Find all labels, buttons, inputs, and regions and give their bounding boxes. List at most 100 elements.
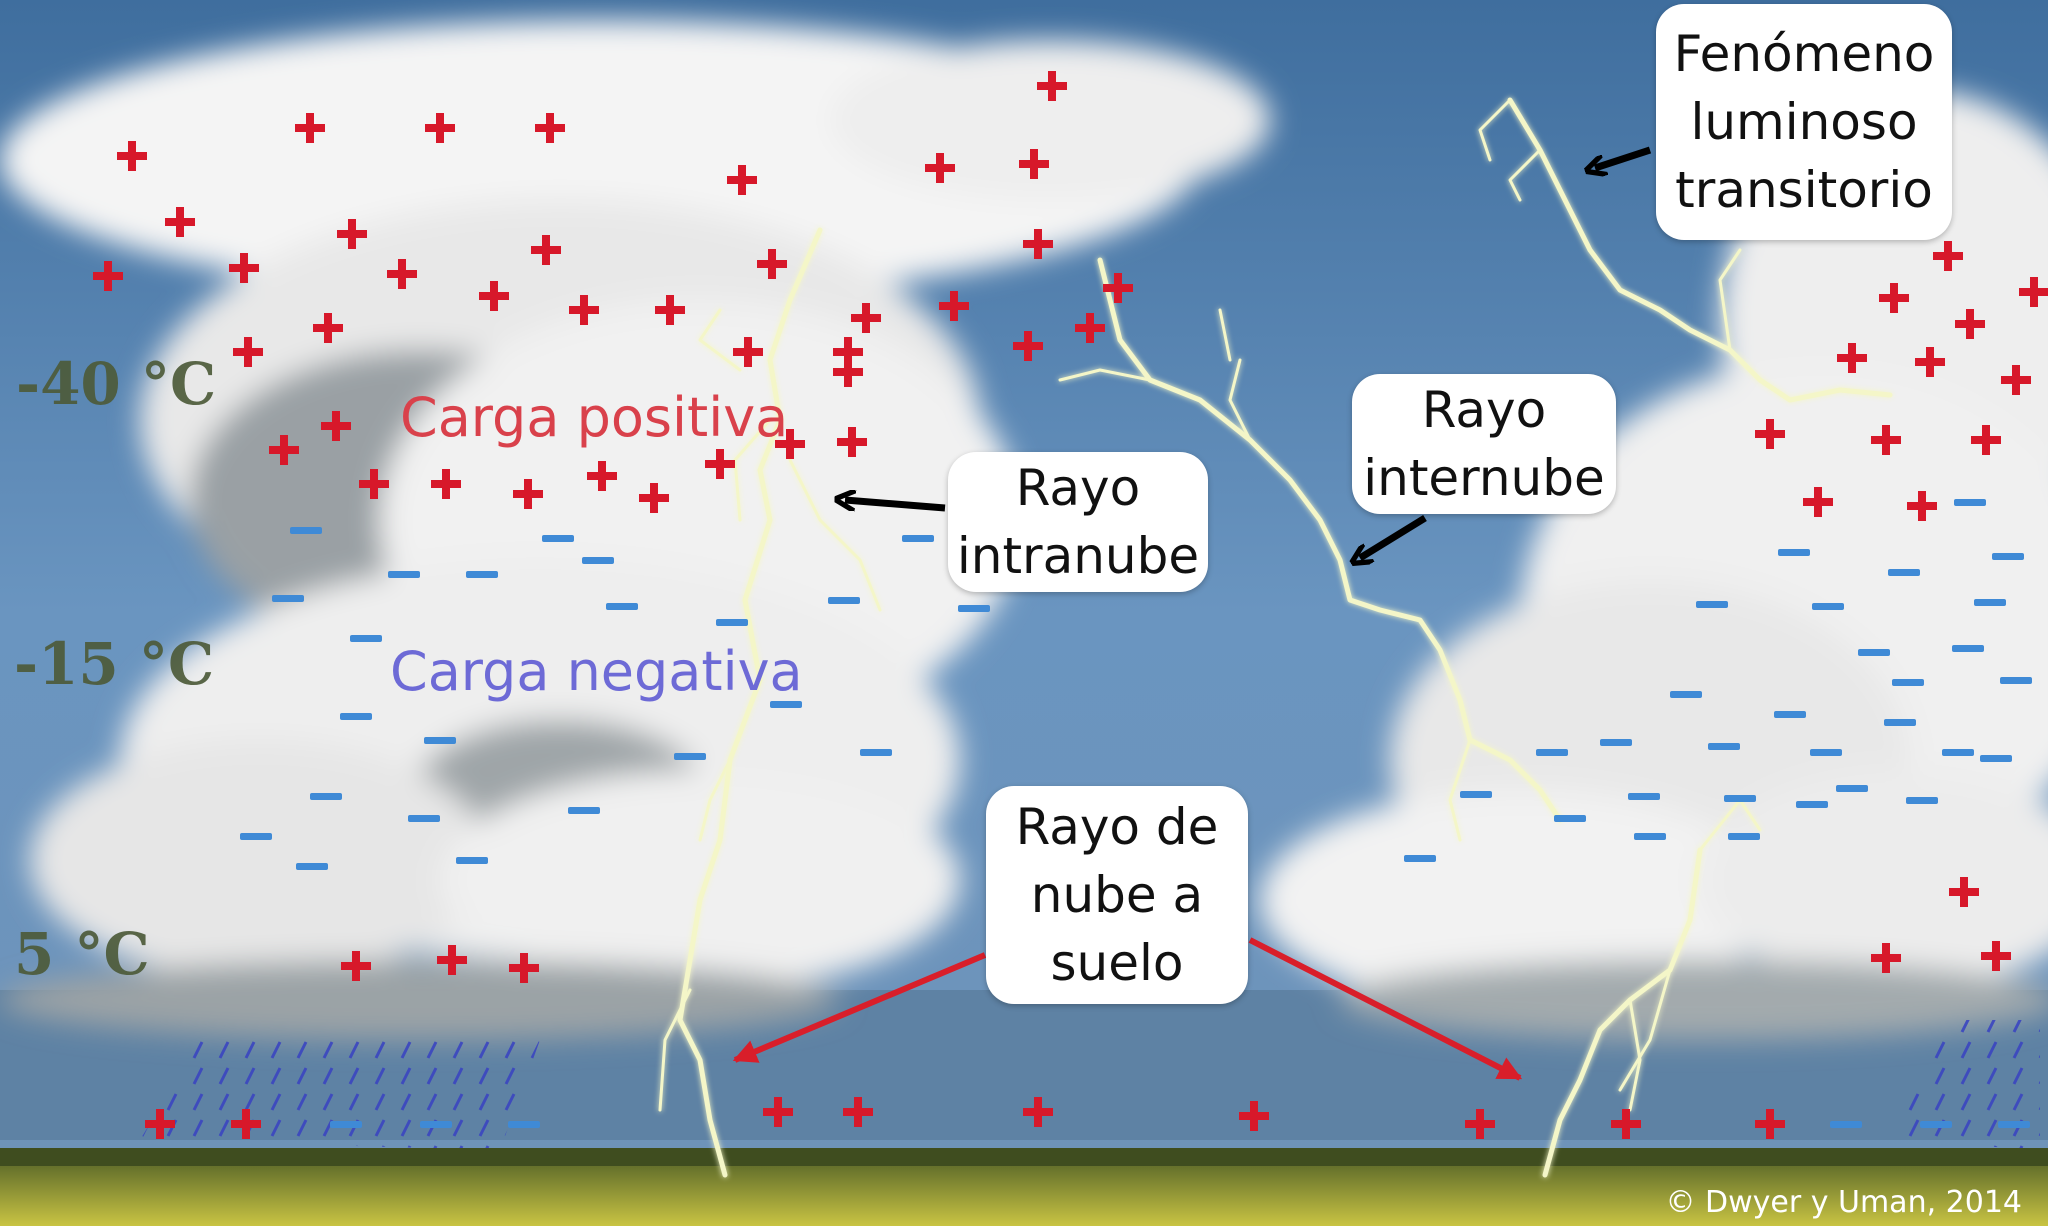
negative-charge-sign bbox=[674, 753, 706, 760]
positive-charge-sign bbox=[727, 165, 757, 195]
negative-charge-sign bbox=[466, 571, 498, 578]
negative-charge-sign bbox=[1708, 743, 1740, 750]
negative-charge-sign bbox=[1892, 679, 1924, 686]
positive-charge-sign bbox=[655, 295, 685, 325]
positive-charge-sign bbox=[1023, 229, 1053, 259]
negative-charge-sign bbox=[1810, 749, 1842, 756]
positive-charge-sign bbox=[1019, 149, 1049, 179]
callout-intracloud-lightning: Rayo intranube bbox=[948, 452, 1208, 592]
positive-charge-sign bbox=[359, 469, 389, 499]
positive-charge-sign bbox=[1971, 425, 2001, 455]
positive-charge-sign bbox=[231, 1109, 261, 1139]
positive-charge-sign bbox=[1837, 343, 1867, 373]
positive-charge-sign bbox=[639, 483, 669, 513]
negative-charge-sign bbox=[1884, 719, 1916, 726]
positive-charge-sign bbox=[705, 449, 735, 479]
negative-charge-sign bbox=[310, 793, 342, 800]
negative-charge-sign bbox=[350, 635, 382, 642]
intercloud-arrow bbox=[1360, 515, 1427, 558]
positive-charge-sign bbox=[1239, 1101, 1269, 1131]
positive-charge-sign bbox=[851, 303, 881, 333]
positive-charge-label: Carga positiva bbox=[400, 386, 789, 449]
negative-charge-sign bbox=[1920, 1121, 1952, 1128]
positive-charge-sign bbox=[337, 219, 367, 249]
positive-charge-sign bbox=[437, 945, 467, 975]
ground-arrow-right bbox=[1248, 937, 1523, 1081]
negative-charge-sign bbox=[1724, 795, 1756, 802]
positive-charge-sign bbox=[531, 235, 561, 265]
intracloud-arrow bbox=[845, 500, 946, 512]
negative-charge-sign bbox=[1554, 815, 1586, 822]
negative-charge-sign bbox=[1906, 797, 1938, 804]
negative-charge-sign bbox=[1974, 599, 2006, 606]
positive-charge-sign bbox=[1871, 943, 1901, 973]
positive-charge-sign bbox=[313, 313, 343, 343]
negative-charge-sign bbox=[1888, 569, 1920, 576]
negative-charge-sign bbox=[290, 527, 322, 534]
negative-charge-sign bbox=[330, 1121, 362, 1128]
negative-charge-sign bbox=[1980, 755, 2012, 762]
positive-charge-sign bbox=[425, 113, 455, 143]
intercloud-bolt bbox=[1097, 257, 1563, 823]
positive-charge-sign bbox=[535, 113, 565, 143]
positive-charge-sign bbox=[1611, 1109, 1641, 1139]
positive-charge-sign bbox=[321, 411, 351, 441]
positive-charge-sign bbox=[587, 461, 617, 491]
ground-dark-strip bbox=[0, 1148, 2048, 1166]
positive-charge-sign bbox=[165, 207, 195, 237]
positive-charge-sign bbox=[117, 141, 147, 171]
negative-charge-sign bbox=[860, 749, 892, 756]
transient-arrow bbox=[1595, 146, 1652, 168]
positive-charge-sign bbox=[341, 951, 371, 981]
positive-charge-sign bbox=[1755, 1109, 1785, 1139]
positive-charge-sign bbox=[229, 253, 259, 283]
negative-charge-sign bbox=[1778, 549, 1810, 556]
negative-charge-sign bbox=[770, 701, 802, 708]
negative-charge-sign bbox=[296, 863, 328, 870]
negative-charge-sign bbox=[958, 605, 990, 612]
positive-charge-sign bbox=[757, 249, 787, 279]
negative-charge-sign bbox=[1670, 691, 1702, 698]
negative-charge-sign bbox=[408, 815, 440, 822]
positive-charge-sign bbox=[387, 259, 417, 289]
positive-charge-sign bbox=[1037, 71, 1067, 101]
negative-charge-sign bbox=[1696, 601, 1728, 608]
negative-charge-sign bbox=[1858, 649, 1890, 656]
positive-charge-sign bbox=[2001, 365, 2031, 395]
positive-charge-sign bbox=[1013, 331, 1043, 361]
callout-cloud-to-ground-lightning: Rayo de nube a suelo bbox=[986, 786, 1248, 1004]
positive-charge-sign bbox=[925, 153, 955, 183]
positive-charge-sign bbox=[2019, 277, 2048, 307]
temp-label-minus40: -40 °C bbox=[16, 350, 217, 418]
positive-charge-sign bbox=[509, 953, 539, 983]
negative-charge-sign bbox=[1952, 645, 1984, 652]
positive-charge-sign bbox=[1871, 425, 1901, 455]
negative-charge-sign bbox=[1460, 791, 1492, 798]
negative-charge-sign bbox=[1836, 785, 1868, 792]
rain-right bbox=[1890, 1020, 2040, 1150]
negative-charge-sign bbox=[716, 619, 748, 626]
negative-charge-sign bbox=[1774, 711, 1806, 718]
positive-charge-sign bbox=[1023, 1097, 1053, 1127]
positive-charge-sign bbox=[833, 357, 863, 387]
positive-charge-sign bbox=[269, 435, 299, 465]
negative-charge-sign bbox=[1536, 749, 1568, 756]
positive-charge-sign bbox=[1915, 347, 1945, 377]
negative-charge-sign bbox=[828, 597, 860, 604]
negative-charge-sign bbox=[568, 807, 600, 814]
charge-signs bbox=[93, 71, 2048, 1139]
negative-charge-label: Carga negativa bbox=[390, 640, 803, 703]
positive-charge-sign bbox=[1949, 877, 1979, 907]
positive-charge-sign bbox=[833, 337, 863, 367]
positive-charge-sign bbox=[1075, 313, 1105, 343]
negative-charge-sign bbox=[424, 737, 456, 744]
positive-charge-sign bbox=[1907, 491, 1937, 521]
negative-charge-sign bbox=[2000, 677, 2032, 684]
negative-charge-sign bbox=[420, 1121, 452, 1128]
positive-charge-sign bbox=[93, 261, 123, 291]
positive-charge-sign bbox=[837, 427, 867, 457]
negative-charge-sign bbox=[272, 595, 304, 602]
left-storm-cloud bbox=[0, 20, 1270, 1040]
callout-intercloud-lightning: Rayo internube bbox=[1352, 374, 1616, 514]
negative-charge-sign bbox=[1404, 855, 1436, 862]
